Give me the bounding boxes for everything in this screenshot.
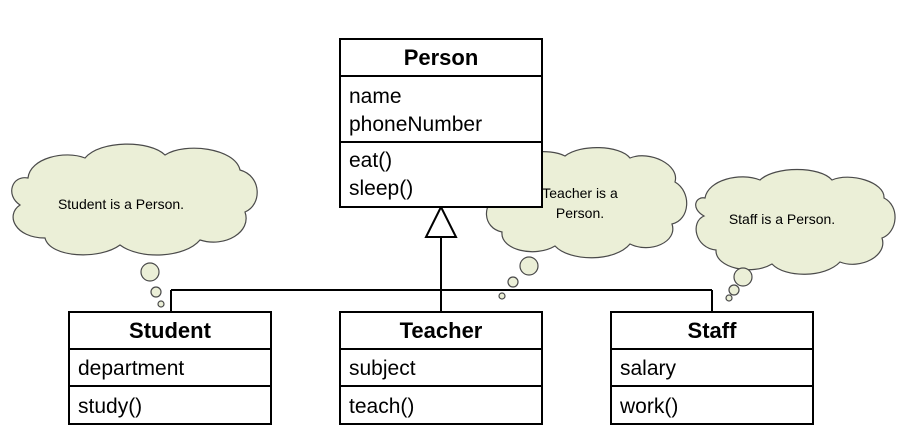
- note-text: Person.: [556, 205, 604, 221]
- thought-bubble: [728, 284, 740, 296]
- method-work: work(): [619, 395, 678, 418]
- cloud-shape: [11, 143, 258, 256]
- class-name: Staff: [688, 318, 738, 343]
- thought-bubble: [498, 292, 506, 300]
- thought-bubble: [733, 267, 753, 287]
- class-name: Student: [129, 318, 212, 343]
- class-name: Person: [404, 45, 479, 70]
- class-box-border: [68, 311, 272, 425]
- note-text: Student is a Person.: [58, 196, 184, 212]
- class-box-person: Person name phoneNumber eat() sleep(): [339, 38, 543, 208]
- thought-bubble: [507, 276, 519, 288]
- method-study: study(): [78, 395, 142, 418]
- thought-bubble: [157, 300, 165, 308]
- method-sleep: sleep(): [349, 177, 413, 200]
- generalization-arrowhead: [424, 204, 458, 238]
- class-box-staff: Staff salary work(): [610, 311, 814, 425]
- class-box-border: [610, 311, 814, 425]
- class-box-student: Student department study(): [68, 311, 272, 425]
- attribute-phone-number: phoneNumber: [349, 113, 482, 136]
- class-name: Teacher: [400, 318, 483, 343]
- method-teach: teach(): [349, 395, 414, 418]
- attribute-department: department: [78, 357, 184, 380]
- thought-cloud-staff: Staff is a Person.: [695, 168, 896, 302]
- class-box-border: [339, 38, 543, 208]
- thought-cloud-student: Student is a Person.: [11, 143, 258, 308]
- attribute-name: name: [349, 85, 402, 108]
- attribute-subject: subject: [349, 357, 416, 380]
- method-eat: eat(): [349, 149, 392, 172]
- note-text: Teacher is a: [542, 185, 618, 201]
- inheritance-connectors: [170, 204, 713, 312]
- thought-bubble: [519, 256, 539, 276]
- note-text: Staff is a Person.: [729, 211, 835, 227]
- class-box-teacher: Teacher subject teach(): [339, 311, 543, 425]
- thought-bubble: [140, 262, 160, 282]
- thought-bubble: [725, 294, 733, 302]
- cloud-shape: [695, 168, 896, 275]
- attribute-salary: salary: [620, 357, 677, 380]
- thought-bubble: [150, 286, 162, 298]
- class-box-border: [339, 311, 543, 425]
